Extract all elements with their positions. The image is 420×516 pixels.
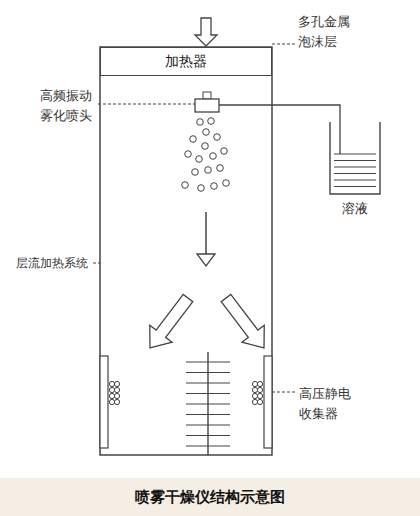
coil (114, 381, 119, 386)
droplet (208, 118, 215, 125)
heater-band: 加热器 (100, 47, 272, 76)
coil (114, 399, 119, 404)
coil (109, 387, 114, 392)
droplet (214, 134, 221, 141)
coil (252, 399, 257, 404)
collector-plate (186, 403, 230, 404)
figure-caption: 喷雾干燥仪结构示意图 (0, 478, 420, 516)
collector-plate (186, 361, 230, 362)
foam-layer-label: 多孔金属 泡沫层 (298, 12, 358, 52)
collector-plate (186, 424, 230, 425)
droplet (198, 185, 205, 192)
collector-plate (186, 372, 230, 373)
coil (114, 387, 119, 392)
collector-plate (186, 382, 230, 383)
air-inlet-arrow (195, 18, 217, 46)
coil (252, 381, 257, 386)
coil (257, 381, 262, 386)
electrostatic-plate (264, 356, 272, 448)
flow-arrow (150, 294, 193, 348)
droplet (197, 119, 204, 126)
droplet (210, 153, 217, 160)
coil (109, 393, 114, 398)
droplet (190, 136, 197, 143)
droplet (185, 151, 192, 158)
coil (252, 387, 257, 392)
collector-plate (186, 414, 230, 415)
droplet (217, 165, 224, 172)
collector-plate (186, 445, 230, 446)
droplet (203, 129, 210, 136)
droplet (211, 183, 218, 190)
leader-line (93, 263, 100, 264)
leader-line (98, 104, 195, 105)
flow-arrow-head (197, 254, 215, 266)
droplet (182, 182, 189, 189)
flow-arrow (221, 294, 264, 348)
droplet (223, 180, 230, 187)
atomizer-nozzle (195, 99, 219, 112)
heater-label: 加热器 (165, 53, 207, 71)
coil (252, 393, 257, 398)
coil (114, 393, 119, 398)
nozzle-label: 高频振动 雾化喷头 (40, 86, 96, 126)
nozzle-stem (203, 92, 211, 99)
coil (109, 399, 114, 404)
feed-tube (219, 105, 340, 154)
collector-label: 高压静电 收集器 (299, 384, 359, 424)
flow-arrow-shaft (205, 212, 207, 254)
laminar-heating-label: 层流加热系统 (16, 254, 94, 273)
droplet (202, 143, 209, 150)
droplet (196, 156, 203, 163)
electrostatic-plate (100, 356, 108, 448)
leader-line (272, 392, 297, 393)
chamber-wall (100, 47, 272, 455)
coil (257, 393, 262, 398)
coil (257, 399, 262, 404)
collector-plate (186, 435, 230, 436)
collector-plate (186, 393, 230, 394)
leader-line (272, 44, 296, 45)
solution-label: 溶液 (322, 200, 388, 218)
solution-beaker: 溶液 (322, 118, 388, 222)
beaker-outline (322, 118, 388, 198)
droplet (221, 148, 228, 155)
droplet (205, 167, 212, 174)
coil (257, 387, 262, 392)
droplet (192, 169, 199, 176)
coil (109, 381, 114, 386)
